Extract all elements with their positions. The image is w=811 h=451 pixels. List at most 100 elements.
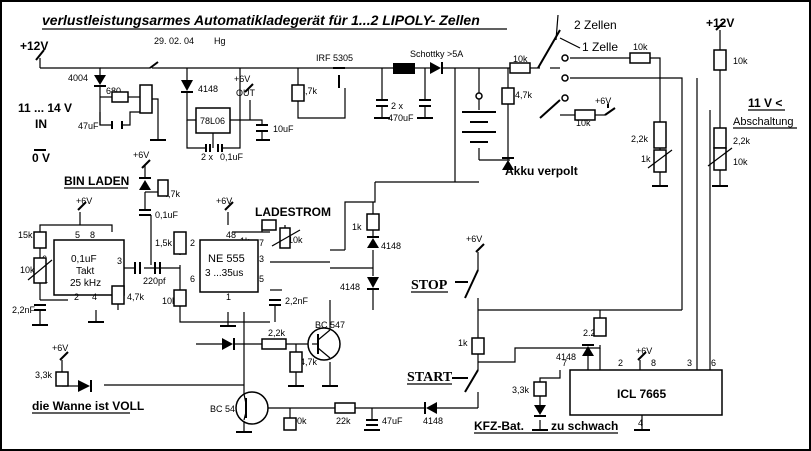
plus-6v-full-label: +6V <box>52 343 68 353</box>
ne555-ic <box>199 239 259 293</box>
diode-4004-symbol <box>94 75 106 85</box>
capacitor-47uf-label: 47uF <box>78 121 99 131</box>
bin-laden-label: BIN LADEN <box>64 174 129 188</box>
tub-full-label: die Wanne ist VOLL <box>32 399 144 413</box>
schottky-label: Schottky >5A <box>410 49 463 59</box>
capacitor-2n2-b-label: 2,2nF <box>285 296 309 306</box>
ne555-label: NE 555 <box>208 253 245 265</box>
ne555-pin2: 2 <box>190 238 195 248</box>
resistor-4k7-gate-label: 4,7k <box>300 86 318 96</box>
ne555-pin4: 4 <box>226 230 231 240</box>
timer-name-label: Takt <box>76 266 95 277</box>
one-cell-label: 1 Zelle <box>582 40 618 54</box>
ne555-pin8: 8 <box>231 230 236 240</box>
resistor-4k7-timer-label: 4,7k <box>127 292 145 302</box>
capacitor-2x470-label: 2 x <box>391 101 404 111</box>
capacitor-470uf-label: 470uF <box>388 113 414 123</box>
resistor-1k-stop-label: 1k <box>458 338 468 348</box>
components: 78L06 <box>27 14 733 431</box>
pot-10k-555-label: 10k <box>288 235 303 245</box>
icl7665-ic <box>569 369 723 416</box>
plus-6v-555-label: +6V <box>216 196 232 206</box>
resistor-1k5-label: 1,5k <box>155 238 173 248</box>
capacitor-01uf-b-label: 0,1uF <box>155 210 179 220</box>
schematic-title: verlustleistungsarmes Automatikladegerät… <box>42 12 480 28</box>
two-cells-label: 2 Zellen <box>574 18 617 32</box>
ne555-time-label: 3 ...35us <box>205 268 243 279</box>
timer-pin5: 5 <box>75 230 80 240</box>
plus-6v-icl-label: +6V <box>636 346 652 356</box>
icl-pin7: 7 <box>562 358 567 368</box>
capacitor-01uf-label: 0,1uF <box>220 152 244 162</box>
ne555-pin6: 6 <box>190 274 195 284</box>
capacitor-2n2-a-label: 2,2nF <box>12 305 36 315</box>
resistor-2k2-b-label: 2,2k <box>733 136 751 146</box>
ne555-pin7: 7 <box>259 238 264 248</box>
icl-pin2: 2 <box>618 358 623 368</box>
pot-10k-right-label: 10k <box>733 157 748 167</box>
transistor-bc547-a-symbol <box>307 327 341 361</box>
regulator-78l06-label: 78L06 <box>200 116 225 126</box>
out-6v-label: +6V <box>234 74 250 84</box>
plus-6v-stop-label: +6V <box>466 234 482 244</box>
resistor-15k-label: 15k <box>18 230 33 240</box>
diode-4004-label: 4004 <box>68 73 88 83</box>
resistor-3k3-b-label: 3,3k <box>512 385 530 395</box>
icl7665-label: ICL 7665 <box>617 387 666 401</box>
diode-4148-c-label: 4148 <box>340 282 360 292</box>
mosfet-irf5305-label: IRF 5305 <box>316 53 353 63</box>
supply-voltage-label: +12V <box>20 39 48 53</box>
ne555-pin1: 1 <box>226 292 231 302</box>
diode-4148-b-label: 4148 <box>381 241 401 251</box>
timer-pin8: 8 <box>90 230 95 240</box>
start-label: START <box>407 370 453 385</box>
capacitor-10uf-label: 10uF <box>273 124 294 134</box>
resistor-680-label: 680 <box>106 86 121 96</box>
plus-6v-timer-label: +6V <box>76 196 92 206</box>
timer-pin3: 3 <box>117 256 122 266</box>
diode-4148-label: 4148 <box>198 84 218 94</box>
input-voltage-range: 11 ... 14 V <box>18 101 72 115</box>
cutoff-voltage-label: 11 V < <box>748 96 782 110</box>
icl-pin3: 3 <box>687 358 692 368</box>
diode-4148-d-label: 4148 <box>423 416 443 426</box>
ground-symbols <box>32 117 728 433</box>
charge-current-label: LADESTROM <box>255 205 331 219</box>
diode-4148-e-label: 4148 <box>556 352 576 362</box>
timer-cap-label: 0,1uF <box>71 254 97 265</box>
car-battery-label: KFZ-Bat. <box>474 419 524 433</box>
resistor-4k7-sense-label: 4,7k <box>515 90 533 100</box>
resistor-4k7-led-label: 4,7k <box>163 189 181 199</box>
author-initials: Hg <box>214 36 226 46</box>
plus-12v-right-label: +12V <box>706 16 734 30</box>
resistor-2k2-a-label: 2,2k <box>631 134 649 144</box>
capacitor-220pf-label: 220pf <box>143 276 166 286</box>
too-weak-label: zu schwach <box>551 419 618 433</box>
pot-1k-label: 1k <box>641 154 651 164</box>
icl-pin4: 4 <box>638 418 643 428</box>
resistor-2k2-base-label: 2,2k <box>268 328 286 338</box>
resistor-3k3-a-label: 3,3k <box>35 370 53 380</box>
ne555-pin3: 3 <box>259 254 264 264</box>
pot-10k-left-label: 10k <box>20 265 35 275</box>
timer-pin2: 2 <box>74 292 79 302</box>
wiring <box>39 30 721 432</box>
inductor-symbol <box>393 63 415 74</box>
transistor-bc547-b-label: BC 547 <box>210 404 240 414</box>
capacitor-2x-label: 2 x <box>201 152 214 162</box>
resistor-10k-a-label: 10k <box>513 54 528 64</box>
ground-label: 0 V <box>32 151 50 165</box>
resistor-100k-label: 100k <box>287 416 307 426</box>
resistor-10k-555-label: 10k <box>162 296 177 306</box>
ne555-pin5: 5 <box>259 274 264 284</box>
cutoff-label: Abschaltung <box>733 116 794 128</box>
resistor-22k-label: 22k <box>336 416 351 426</box>
icl-pin6: 6 <box>711 358 716 368</box>
timer-pin4: 4 <box>92 292 97 302</box>
out-label: OUT <box>236 88 256 98</box>
resistor-680-symbol <box>111 91 129 103</box>
icl-pin8: 8 <box>651 358 656 368</box>
resistor-10k-c-label: 10k <box>576 118 591 128</box>
